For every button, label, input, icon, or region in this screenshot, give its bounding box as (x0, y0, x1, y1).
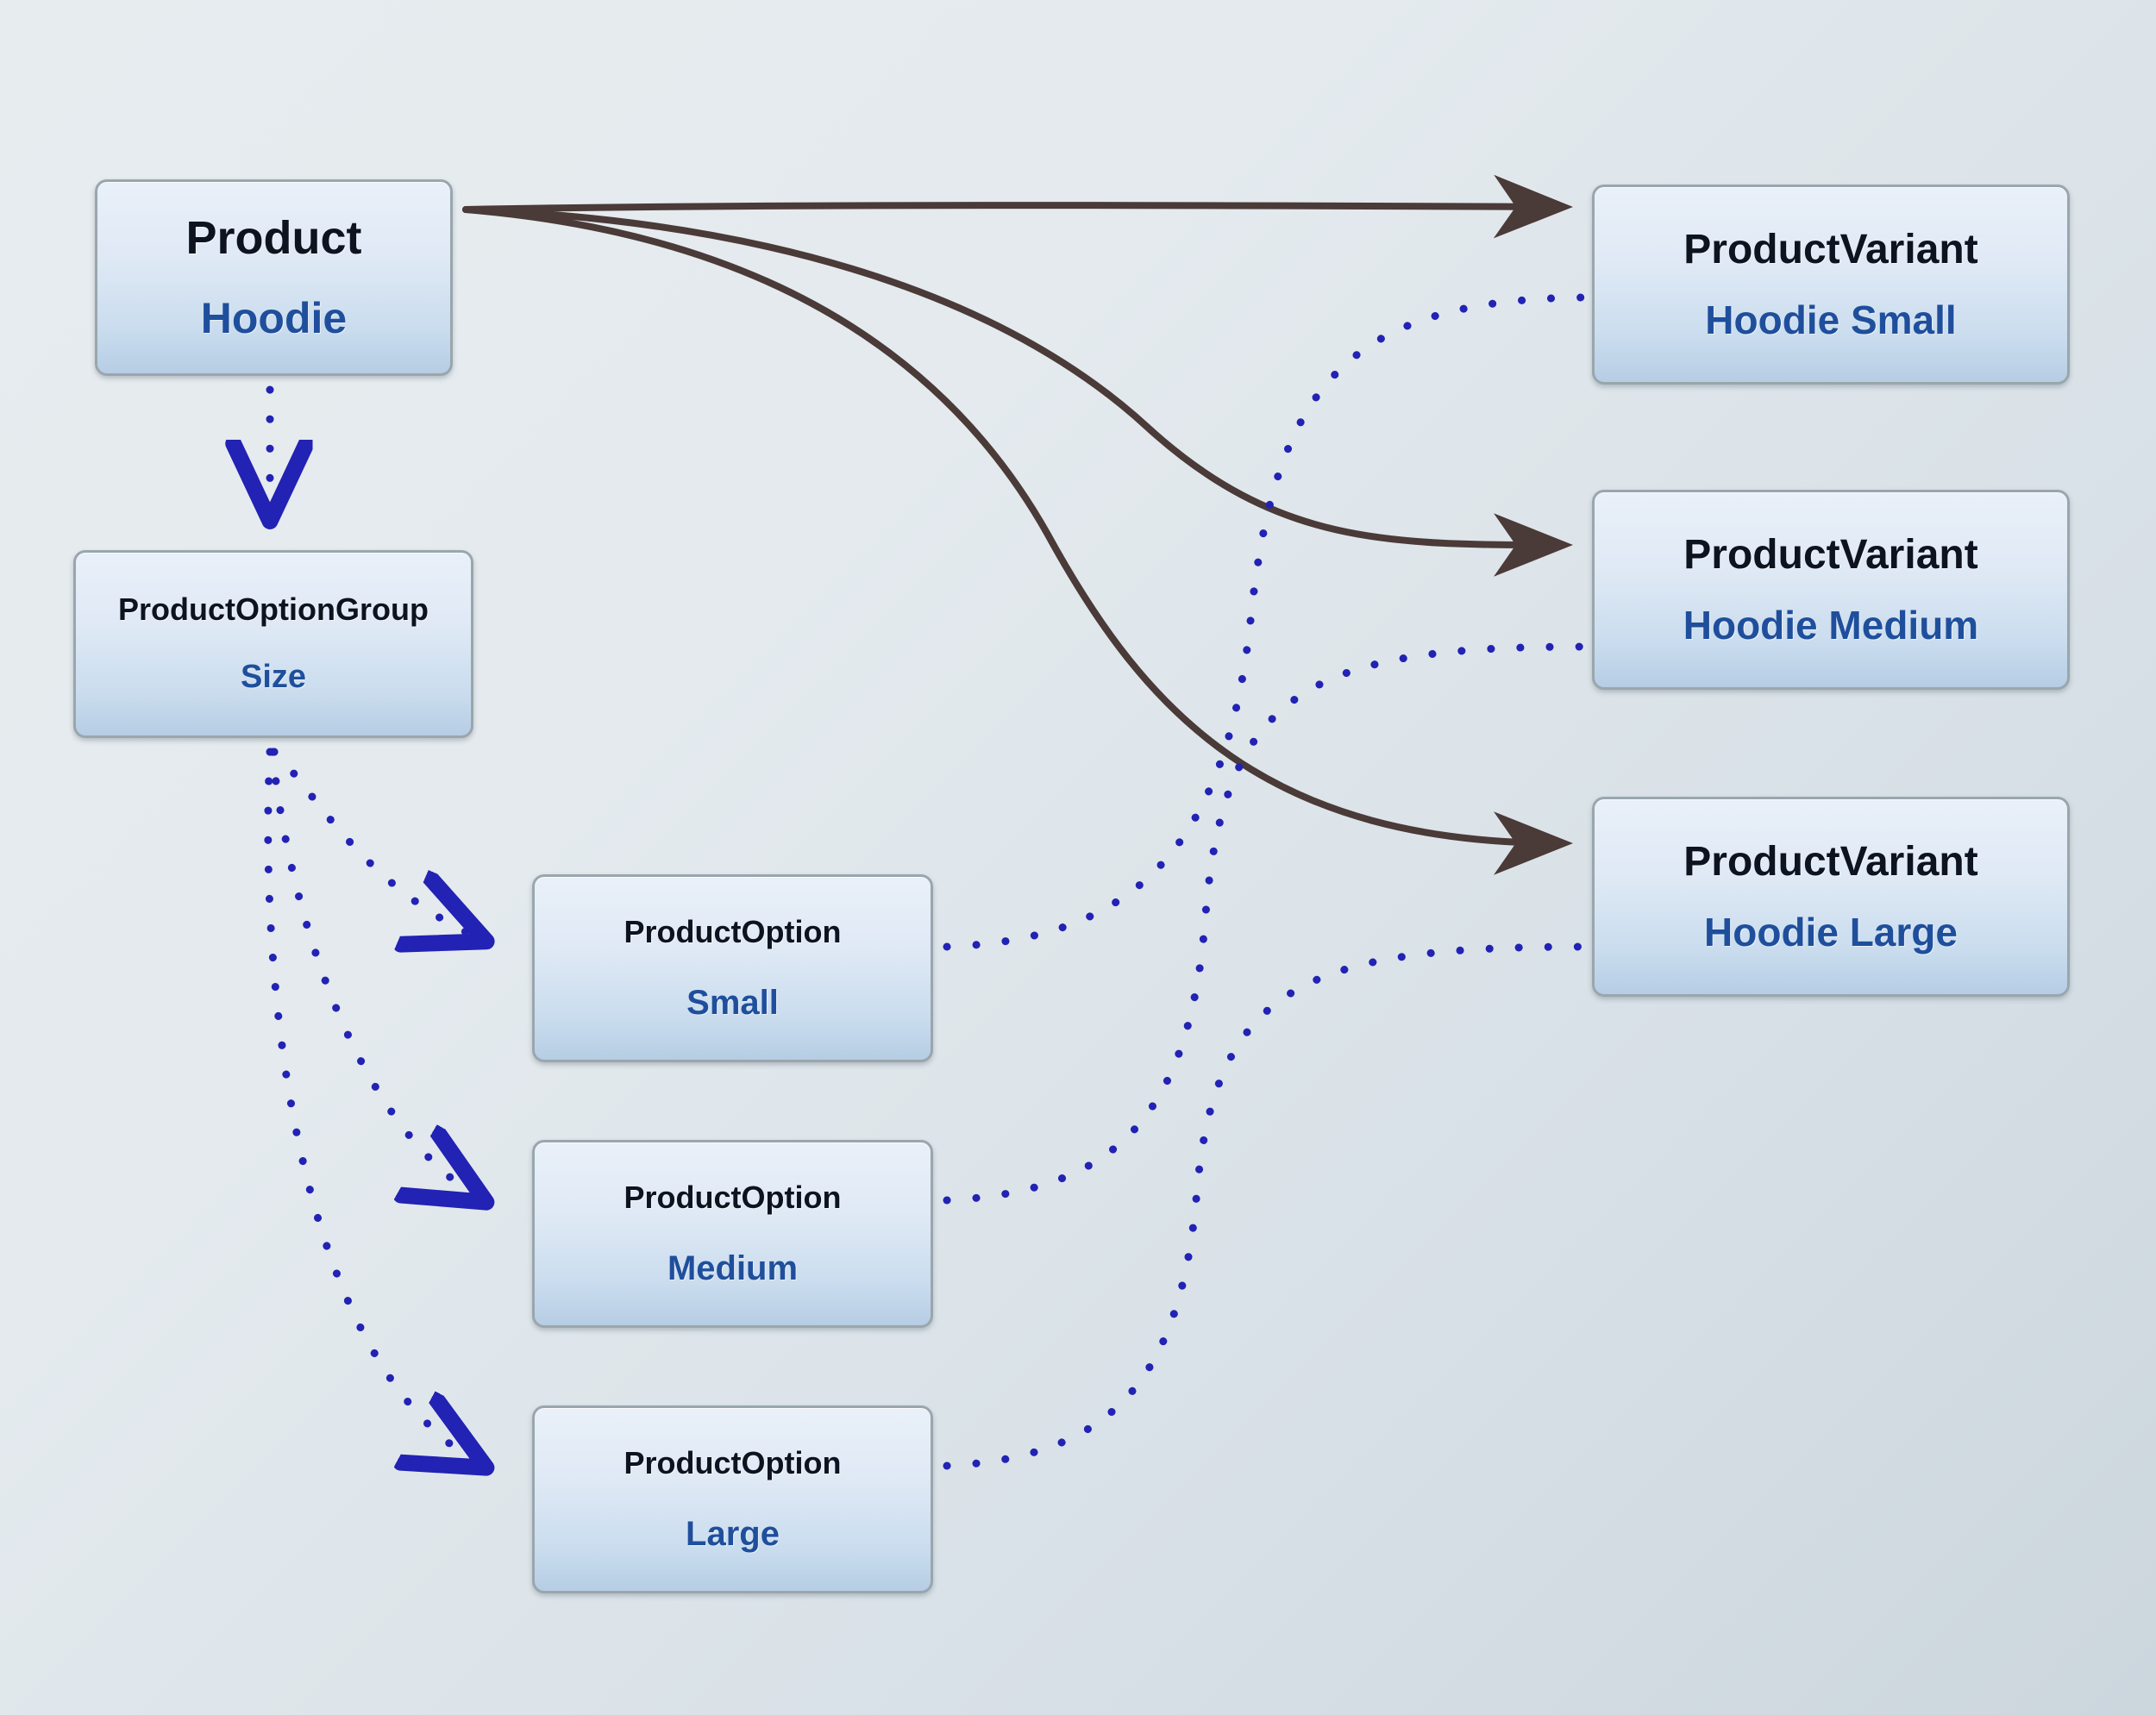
node-product-option-group[interactable]: ProductOptionGroup Size (73, 550, 473, 738)
edge-option-large-to-variant-large (943, 942, 1587, 1470)
node-product-option-medium-name: Medium (667, 1249, 799, 1287)
node-product-variant-small[interactable]: ProductVariant Hoodie Small (1592, 185, 2070, 385)
node-product-variant-large-type: ProductVariant (1683, 838, 1978, 885)
node-product-option-large-type: ProductOption (624, 1445, 842, 1481)
edge-group-to-option-small (270, 748, 483, 940)
edge-option-medium-to-variant-medium (943, 642, 1587, 1205)
edge-product-to-variant-small (462, 174, 1573, 239)
edge-group-to-option-large (264, 748, 483, 1466)
edge-product-to-variant-large (462, 206, 1573, 875)
node-product-variant-medium-type: ProductVariant (1683, 531, 1978, 578)
node-product-option-large[interactable]: ProductOption Large (532, 1405, 933, 1593)
node-product-variant-small-type: ProductVariant (1683, 226, 1978, 272)
node-product[interactable]: Product Hoodie (95, 179, 453, 376)
node-product-option-group-name: Size (240, 658, 307, 695)
edge-group-to-option-medium (268, 748, 483, 1200)
node-product-option-medium-type: ProductOption (624, 1180, 842, 1216)
node-product-variant-large[interactable]: ProductVariant Hoodie Large (1592, 797, 2070, 997)
node-product-option-small[interactable]: ProductOption Small (532, 874, 933, 1062)
node-product-name: Hoodie (200, 294, 348, 343)
node-product-variant-small-name: Hoodie Small (1705, 297, 1957, 343)
node-product-variant-medium[interactable]: ProductVariant Hoodie Medium (1592, 490, 2070, 690)
node-product-option-small-name: Small (686, 983, 779, 1022)
node-product-option-small-type: ProductOption (624, 914, 842, 950)
edge-option-small-to-variant-small (943, 293, 1587, 951)
node-product-option-large-name: Large (686, 1514, 780, 1553)
node-product-variant-medium-name: Hoodie Medium (1683, 603, 1979, 648)
node-product-variant-large-name: Hoodie Large (1704, 910, 1958, 955)
node-product-option-medium[interactable]: ProductOption Medium (532, 1140, 933, 1328)
node-product-type: Product (185, 212, 362, 265)
edge-product-to-variant-medium (462, 206, 1573, 577)
node-product-option-group-type: ProductOptionGroup (118, 591, 429, 628)
